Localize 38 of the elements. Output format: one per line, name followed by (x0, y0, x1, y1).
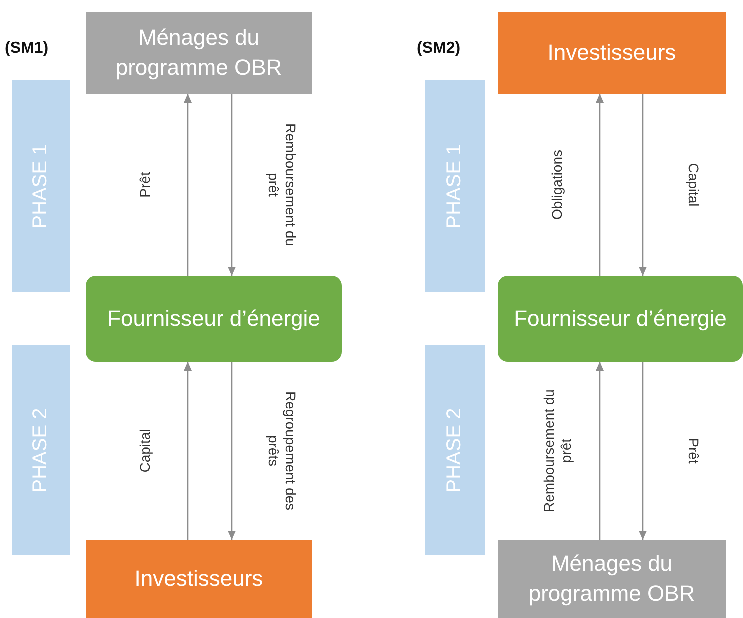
provider-box (86, 276, 342, 362)
edge-label: Prêt (684, 437, 703, 466)
arrow (228, 362, 236, 540)
edge-label: Remboursement du prêt (540, 388, 575, 514)
edge-label: Prêt (136, 171, 154, 200)
phase-label: PHASE 1 (30, 144, 52, 228)
phase-label: PHASE 2 (30, 408, 52, 492)
scenario-label: (SM1) (5, 40, 49, 58)
node-label: Ménages du programme OBR (528, 550, 696, 608)
edge-label: Capital (136, 428, 154, 475)
node-label: Fournisseur d’énergie (106, 305, 322, 334)
arrow (639, 362, 647, 540)
participant-box (86, 12, 312, 94)
edge-label: Obligations (548, 148, 566, 222)
investor-box (498, 12, 726, 94)
scenario-label: (SM2) (417, 40, 461, 58)
phase-band (425, 80, 485, 292)
phase-band (425, 345, 485, 555)
phase-band (12, 345, 70, 555)
arrow (639, 94, 647, 276)
node-label: Ménages du programme OBR (114, 24, 284, 82)
edge-label: Regroupement des prêts (265, 390, 300, 513)
arrow (184, 362, 192, 540)
node-label: Investisseurs (546, 39, 678, 68)
arrow (596, 94, 604, 276)
phase-band (12, 80, 70, 292)
node-label: Fournisseur d’énergie (513, 305, 728, 334)
arrow (184, 94, 192, 276)
arrow (228, 94, 236, 276)
edge-label: Capital (684, 162, 703, 209)
edge-label: Remboursement du prêt (265, 122, 300, 248)
node-label: Investisseurs (134, 565, 264, 594)
participant-box (498, 540, 726, 618)
phase-label: PHASE 2 (444, 408, 466, 492)
investor-box (86, 540, 312, 618)
phase-label: PHASE 1 (444, 144, 466, 228)
arrow (596, 362, 604, 540)
provider-box (498, 276, 743, 362)
